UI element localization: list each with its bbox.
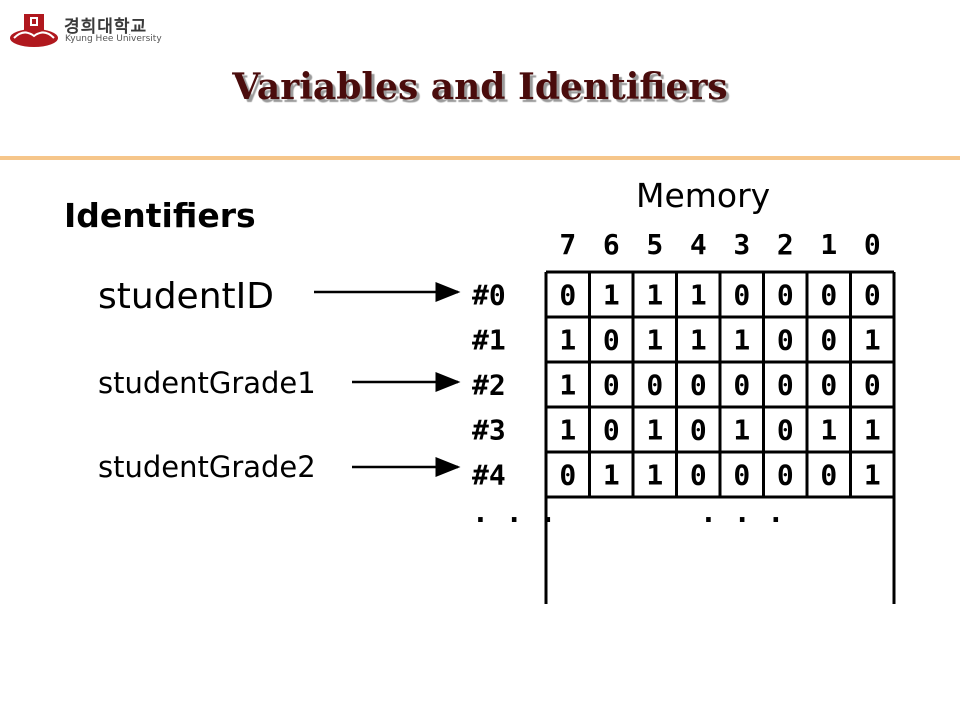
memory-bit: 0 xyxy=(603,324,620,357)
memory-bit: 1 xyxy=(646,414,663,447)
memory-bit: 1 xyxy=(690,324,707,357)
memory-label: Memory xyxy=(636,176,771,215)
memory-bit: 0 xyxy=(777,279,794,312)
memory-bit: 1 xyxy=(646,459,663,492)
memory-bit: 1 xyxy=(733,324,750,357)
bit-position-label: 1 xyxy=(820,228,837,261)
memory-bit: 0 xyxy=(690,369,707,402)
memory-bit: 0 xyxy=(559,459,576,492)
memory-bit: 0 xyxy=(777,324,794,357)
memory-ellipsis: . . . xyxy=(700,496,784,529)
memory-address-label: #3 xyxy=(472,414,506,447)
memory-bit: 0 xyxy=(603,414,620,447)
bit-position-label: 5 xyxy=(646,228,663,261)
memory-bit: 1 xyxy=(603,279,620,312)
identifier-student-id: studentID xyxy=(98,276,274,317)
identifier-student-grade2: studentGrade2 xyxy=(98,450,316,484)
memory-bit: 0 xyxy=(690,414,707,447)
identifiers-heading: Identifiers xyxy=(64,196,256,235)
memory-bit: 1 xyxy=(646,279,663,312)
memory-bit: 1 xyxy=(559,369,576,402)
memory-bit: 0 xyxy=(864,279,881,312)
memory-bit: 1 xyxy=(559,414,576,447)
memory-bit: 0 xyxy=(733,459,750,492)
bit-position-label: 2 xyxy=(777,228,794,261)
university-name-english: Kyung Hee University xyxy=(65,34,162,44)
memory-bit: 1 xyxy=(864,414,881,447)
memory-bit: 0 xyxy=(603,369,620,402)
bit-position-label: 4 xyxy=(690,228,707,261)
memory-bit: 0 xyxy=(559,279,576,312)
title-divider xyxy=(0,156,960,160)
memory-bit: 0 xyxy=(864,369,881,402)
university-emblem-icon xyxy=(10,14,58,47)
memory-address-label: #0 xyxy=(472,279,506,312)
memory-address-label: #1 xyxy=(472,324,506,357)
slide-title: Variables and Identifiers xyxy=(232,66,728,108)
memory-bit: 0 xyxy=(646,369,663,402)
memory-bit: 0 xyxy=(690,459,707,492)
memory-bit: 1 xyxy=(559,324,576,357)
bit-position-label: 3 xyxy=(733,228,750,261)
memory-bit: 0 xyxy=(733,279,750,312)
memory-bit: 0 xyxy=(820,324,837,357)
bit-position-label: 6 xyxy=(603,228,620,261)
memory-bit: 0 xyxy=(820,279,837,312)
memory-bit: 1 xyxy=(733,414,750,447)
memory-bit: 1 xyxy=(646,324,663,357)
memory-bit: 0 xyxy=(777,459,794,492)
university-name-korean: 경희대학교 xyxy=(64,17,148,37)
memory-address-label: #2 xyxy=(472,369,506,402)
memory-bit: 1 xyxy=(864,324,881,357)
memory-bit: 1 xyxy=(864,459,881,492)
memory-bit: 0 xyxy=(777,414,794,447)
memory-bit: 0 xyxy=(820,369,837,402)
address-ellipsis: . . . xyxy=(472,496,556,529)
memory-bit: 0 xyxy=(820,459,837,492)
bit-position-label: 7 xyxy=(559,228,576,261)
memory-address-label: #4 xyxy=(472,459,506,492)
university-logo: 경희대학교 Kyung Hee University xyxy=(8,6,168,52)
memory-bit: 0 xyxy=(777,369,794,402)
identifier-student-grade1: studentGrade1 xyxy=(98,366,316,400)
memory-bit: 1 xyxy=(690,279,707,312)
memory-bit: 1 xyxy=(820,414,837,447)
memory-bit: 1 xyxy=(603,459,620,492)
bit-position-label: 0 xyxy=(864,228,881,261)
memory-bit: 0 xyxy=(733,369,750,402)
